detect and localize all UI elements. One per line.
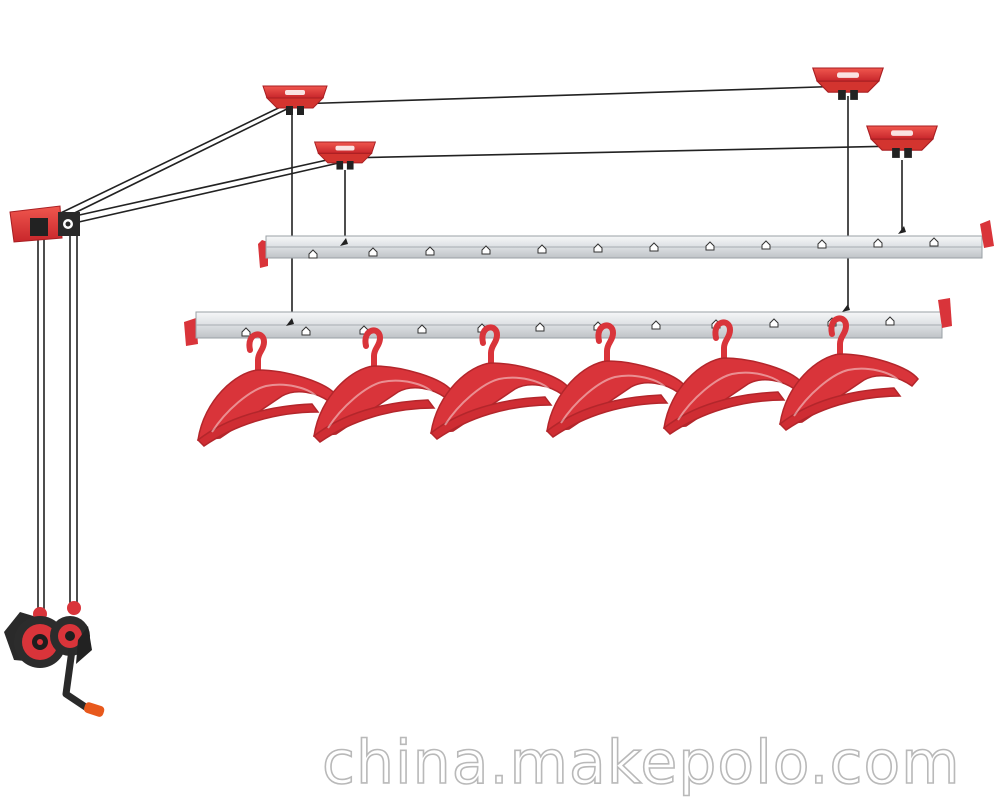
pulley-bracket-back-left (314, 141, 376, 171)
hand-crank-winder (4, 601, 105, 717)
hanger (314, 330, 452, 442)
hanger (547, 325, 685, 437)
wall-pulley-block (9, 205, 80, 243)
watermark-text: china.makepolo.com (322, 728, 961, 798)
ropes (37, 85, 903, 610)
pulley-bracket-back-right (866, 125, 938, 159)
front-drying-rail (184, 298, 952, 346)
pulley-bracket-front-right (812, 67, 884, 101)
back-drying-rail (258, 220, 994, 268)
